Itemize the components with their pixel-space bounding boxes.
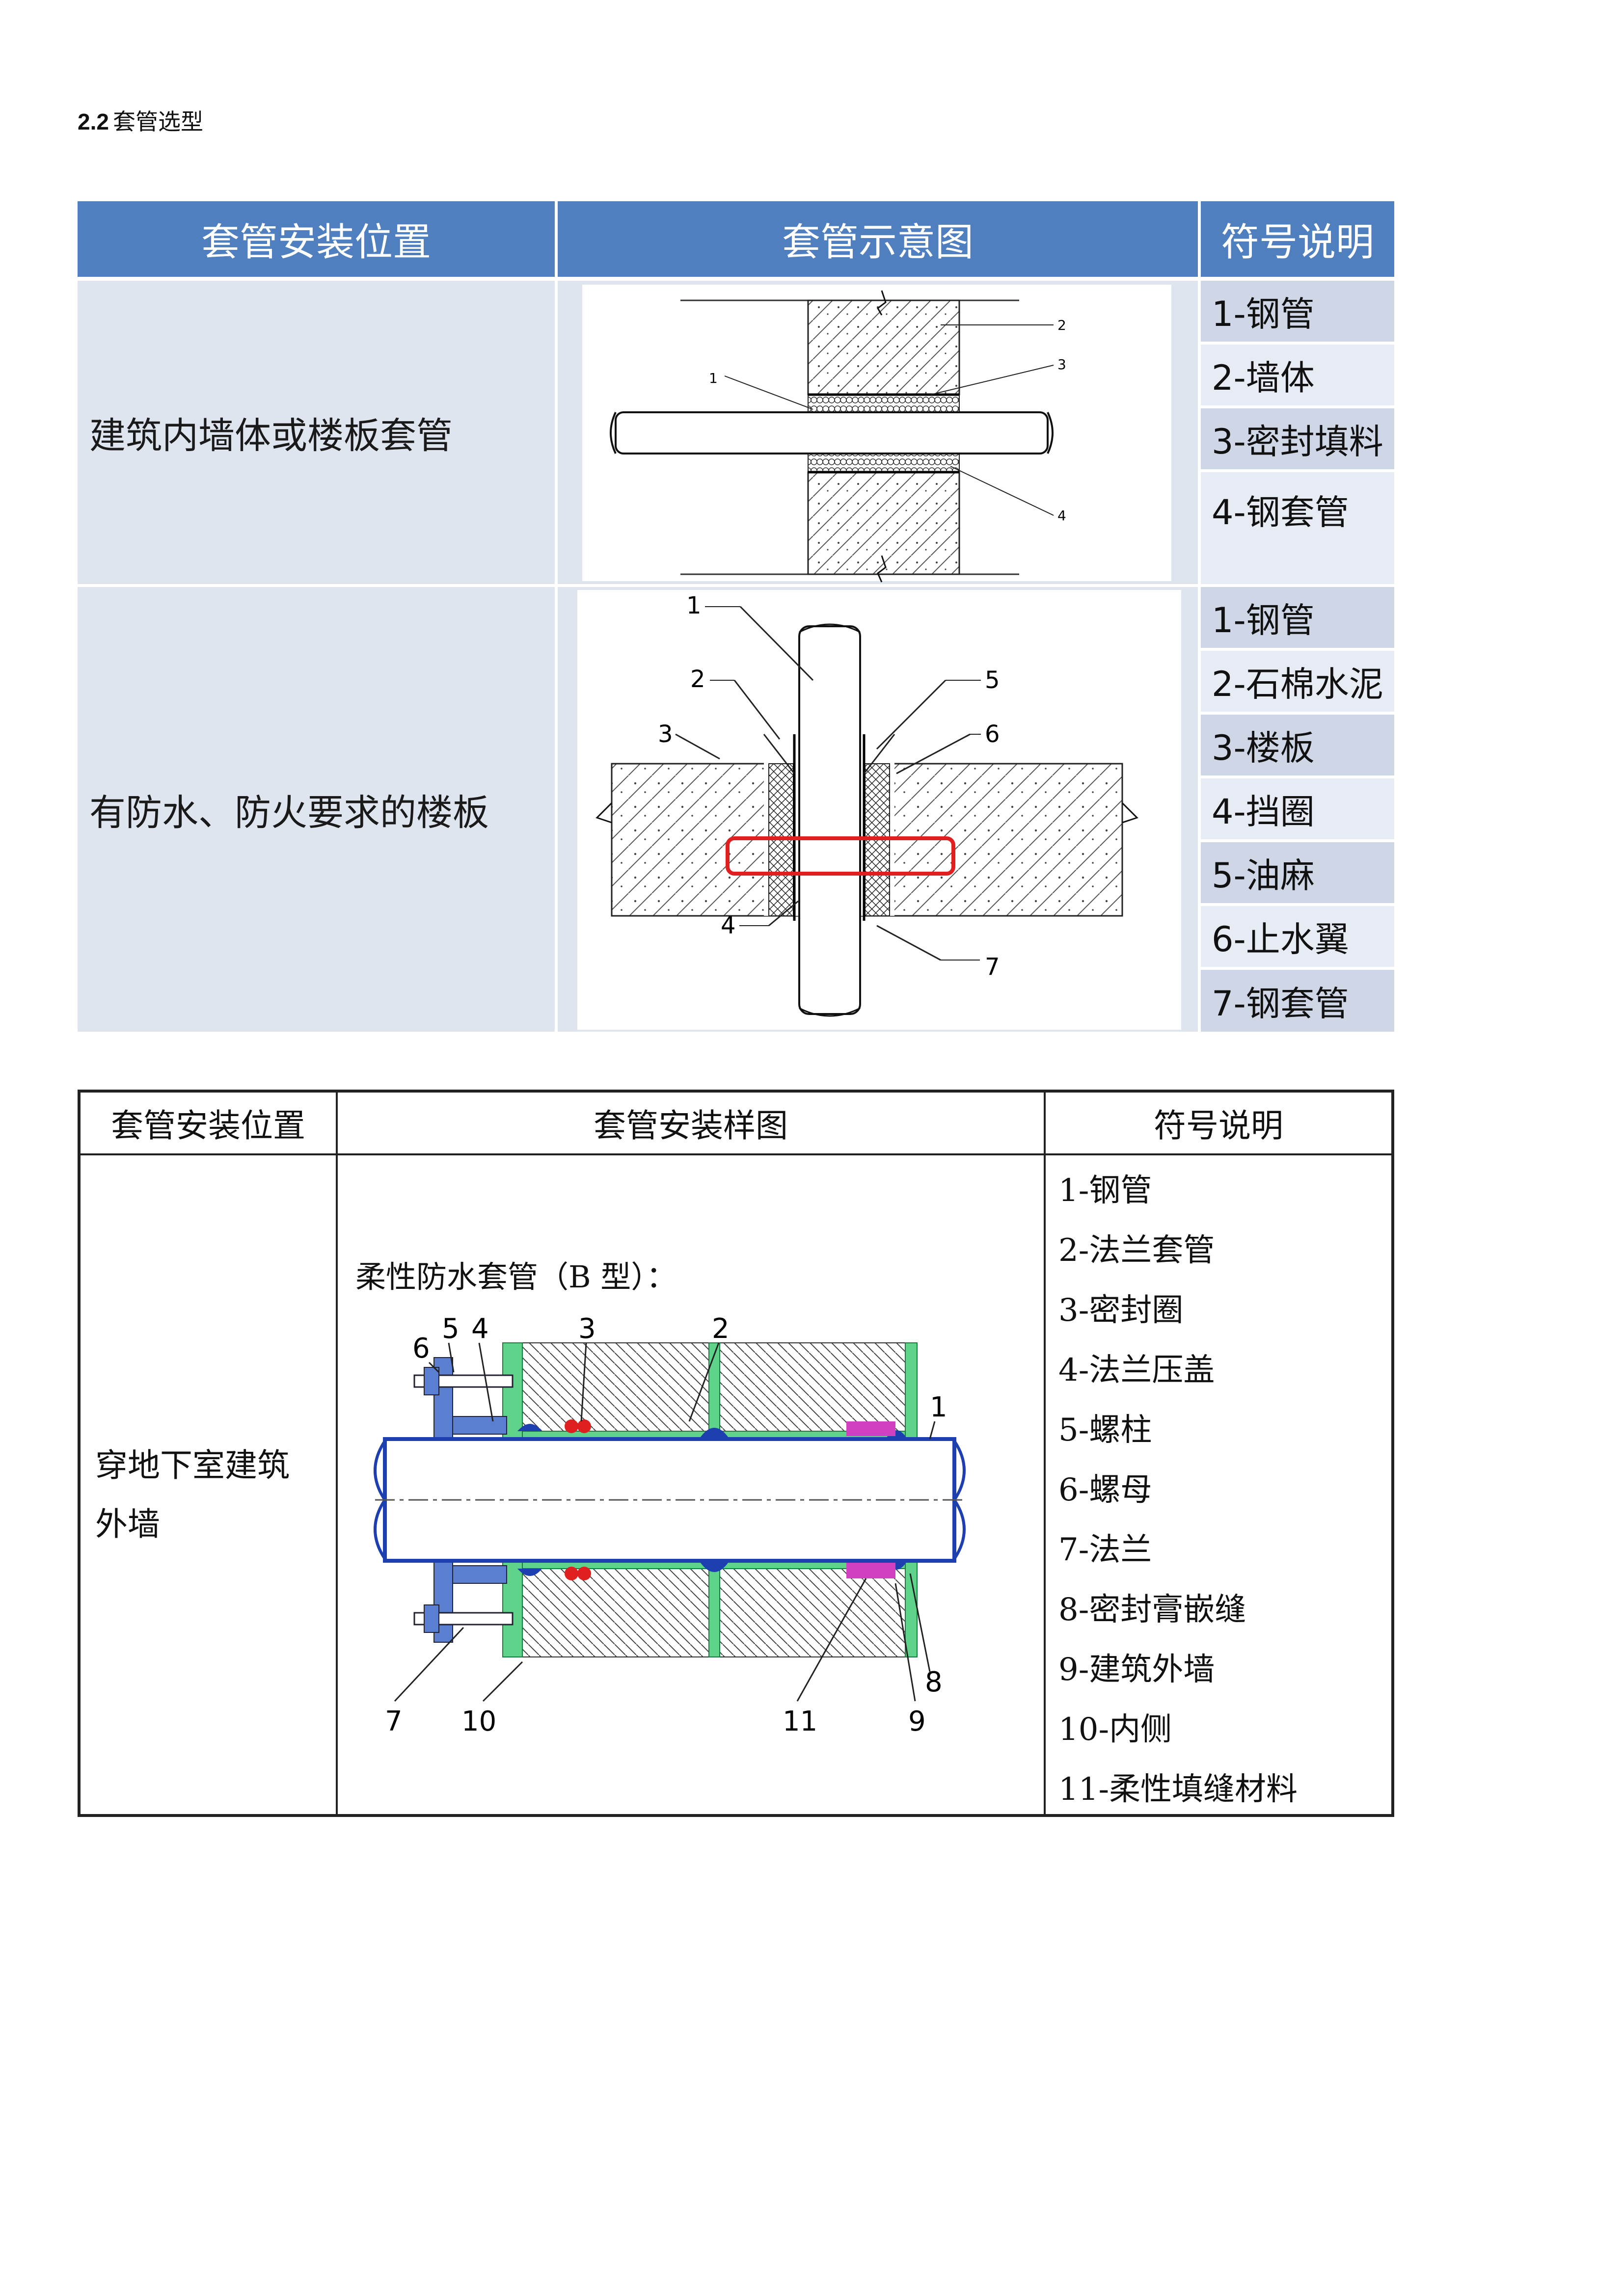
callout-6: 6 [985,721,1000,748]
legend-r2-3: 3-楼板 [1201,715,1394,775]
floor-sleeve-diagram: 1 2 3 4 5 6 7 [577,590,1181,1030]
sleeve-table-2: 套管安装位置 套管安装样图 符号说明 穿地下室建筑 外墙 柔性防水套管（B 型）… [78,1090,1394,1817]
header-install-location: 套管安装位置 [78,201,555,277]
section-number: 2.2 [78,109,109,134]
row1-diagram-cell: 1 2 3 4 [558,281,1198,584]
sleeve-table-1: 套管安装位置 套管示意图 符号说明 建筑内墙体或楼板套管 [78,201,1394,1032]
callout-1: 1 [686,592,702,619]
t2-caption: 柔性防水套管（B 型）： [355,1259,677,1295]
t2-legend-5: 5-螺柱 [1058,1412,1152,1448]
t2-legend-4: 4-法兰压盖 [1058,1352,1215,1388]
t2-legend-3: 3-密封圈 [1058,1292,1184,1329]
header-diagram: 套管示意图 [558,201,1198,277]
legend-r2-1: 1-钢管 [1201,587,1394,648]
flexible-waterproof-sleeve-diagram: 6 5 4 3 2 1 7 10 11 9 8 [374,1313,966,1737]
column-divider [1044,1093,1046,1814]
callout-6: 6 [412,1333,430,1364]
t2-legend-1: 1-钢管 [1058,1173,1152,1209]
legend-r2-5: 5-油麻 [1201,842,1394,903]
callout-5: 5 [442,1313,460,1345]
legend-r1-4: 4-钢套管 [1201,472,1394,584]
legend-r1-2: 2-墙体 [1201,345,1394,405]
t2-legend-7: 7-法兰 [1058,1532,1152,1568]
callout-4: 4 [1057,507,1066,524]
section-title: 套管选型 [112,108,203,135]
legend-r1-3: 3-密封填料 [1201,408,1394,469]
t2-header-legend: 符号说明 [1154,1107,1283,1145]
t2-legend-8: 8-密封膏嵌缝 [1058,1592,1246,1628]
callout-2: 2 [1057,317,1066,333]
header-divider [81,1153,1391,1155]
row2-diagram-cell: 1 2 3 4 5 6 7 [558,587,1198,1032]
callout-9: 9 [908,1706,926,1737]
legend-r2-7: 7-钢套管 [1201,970,1394,1032]
t2-legend-9: 9-建筑外墙 [1058,1652,1215,1688]
t2-header-diagram: 套管安装样图 [594,1107,788,1145]
callout-8: 8 [925,1666,943,1698]
t2-header-location: 套管安装位置 [111,1107,305,1145]
callout-2: 2 [712,1313,730,1345]
callout-5: 5 [985,667,1000,694]
callout-11: 11 [783,1706,817,1737]
legend-r1-1: 1-钢管 [1201,281,1394,342]
t2-location: 穿地下室建筑 外墙 [95,1436,321,1554]
row2-location: 有防水、防火要求的楼板 [78,587,555,1032]
header-legend: 符号说明 [1201,201,1394,277]
legend-r2-2: 2-石棉水泥 [1201,651,1394,712]
callout-4: 4 [471,1313,489,1345]
row1-location: 建筑内墙体或楼板套管 [78,281,555,584]
callout-7: 7 [985,953,1000,981]
t2-legend-6: 6-螺母 [1058,1472,1152,1508]
callout-3: 3 [1057,356,1066,373]
callout-10: 10 [461,1706,496,1737]
t2-legend-10: 10-内侧 [1058,1711,1172,1748]
callout-2: 2 [690,666,705,693]
callout-7: 7 [385,1706,403,1737]
t2-legend-2: 2-法兰套管 [1058,1232,1215,1269]
wall-sleeve-diagram: 1 2 3 4 [582,285,1171,583]
t2-location-line-1: 穿地下室建筑 [95,1446,290,1484]
t2-location-line-2: 外墙 [95,1505,160,1543]
legend-r2-6: 6-止水翼 [1201,906,1394,967]
callout-3: 3 [578,1313,596,1345]
callout-1: 1 [709,370,718,386]
legend-r2-4: 4-挡圈 [1201,778,1394,839]
callout-3: 3 [658,721,673,748]
t2-legend-11: 11-柔性填缝材料 [1058,1771,1298,1808]
highlight-box [726,836,955,876]
callout-1: 1 [930,1391,947,1423]
callout-4: 4 [721,912,736,939]
column-divider [336,1093,338,1814]
